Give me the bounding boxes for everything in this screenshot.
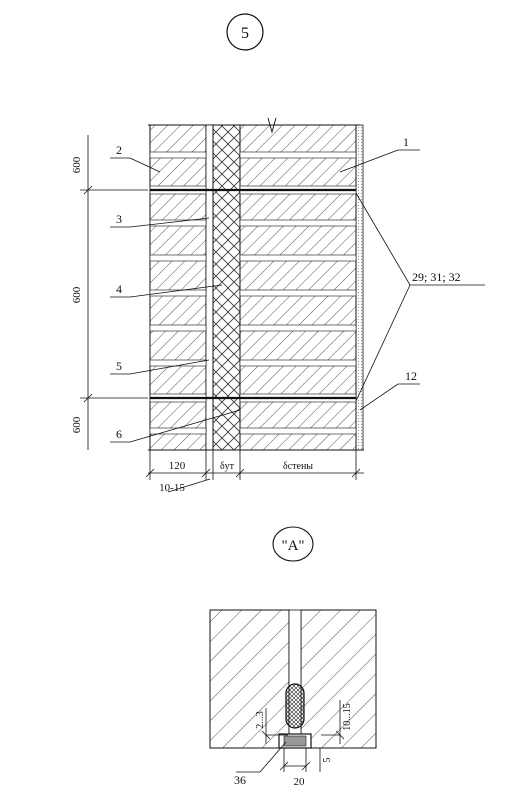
dim-600-bottom: 600 bbox=[71, 416, 83, 433]
callout-1: 1 bbox=[403, 135, 409, 149]
sheet-number: 5 bbox=[241, 25, 249, 42]
sealant-rod bbox=[285, 683, 305, 729]
plaster-layer bbox=[355, 124, 364, 451]
dim-600-middle: 600 bbox=[71, 286, 83, 303]
callout-leaders-left bbox=[110, 157, 241, 443]
callout-5: 5 bbox=[116, 359, 122, 373]
detail-a-title: "A" bbox=[281, 538, 304, 554]
callout-29-31-32: 29; 31; 32 bbox=[412, 270, 461, 284]
detail-a-label: "A" bbox=[272, 526, 314, 562]
insulation-layer bbox=[212, 124, 241, 451]
callout-12: 12 bbox=[405, 369, 417, 383]
reinforcing-mesh bbox=[150, 188, 356, 400]
dim-120: 120 bbox=[169, 460, 186, 472]
dim-insulation: δут bbox=[220, 461, 235, 472]
callout-3: 3 bbox=[116, 212, 122, 226]
dim-600-top: 600 bbox=[71, 156, 83, 173]
detail-a bbox=[209, 609, 377, 772]
detail-item-36: 36 bbox=[234, 773, 246, 787]
callout-4: 4 bbox=[116, 282, 122, 296]
detail-dim-20: 20 bbox=[294, 776, 306, 788]
dim-10-15: 10-15 bbox=[159, 482, 185, 494]
dim-wall: δстены bbox=[283, 461, 313, 472]
callout-leaders-right bbox=[339, 149, 485, 411]
callout-6: 6 bbox=[116, 427, 122, 441]
bottom-dimension-chain bbox=[145, 450, 364, 493]
detail-dim-10-15: 10...15 bbox=[342, 703, 353, 731]
detail-dim-leaders bbox=[236, 700, 345, 773]
air-gap bbox=[205, 124, 214, 451]
detail-dim-2-3: 2...3 bbox=[255, 711, 266, 729]
callout-2: 2 bbox=[116, 143, 122, 157]
sheet-number-badge: 5 bbox=[226, 13, 264, 51]
detail-dim-5: 5 bbox=[322, 758, 333, 763]
wall-section bbox=[148, 117, 364, 451]
left-dimension-chain bbox=[80, 135, 148, 450]
